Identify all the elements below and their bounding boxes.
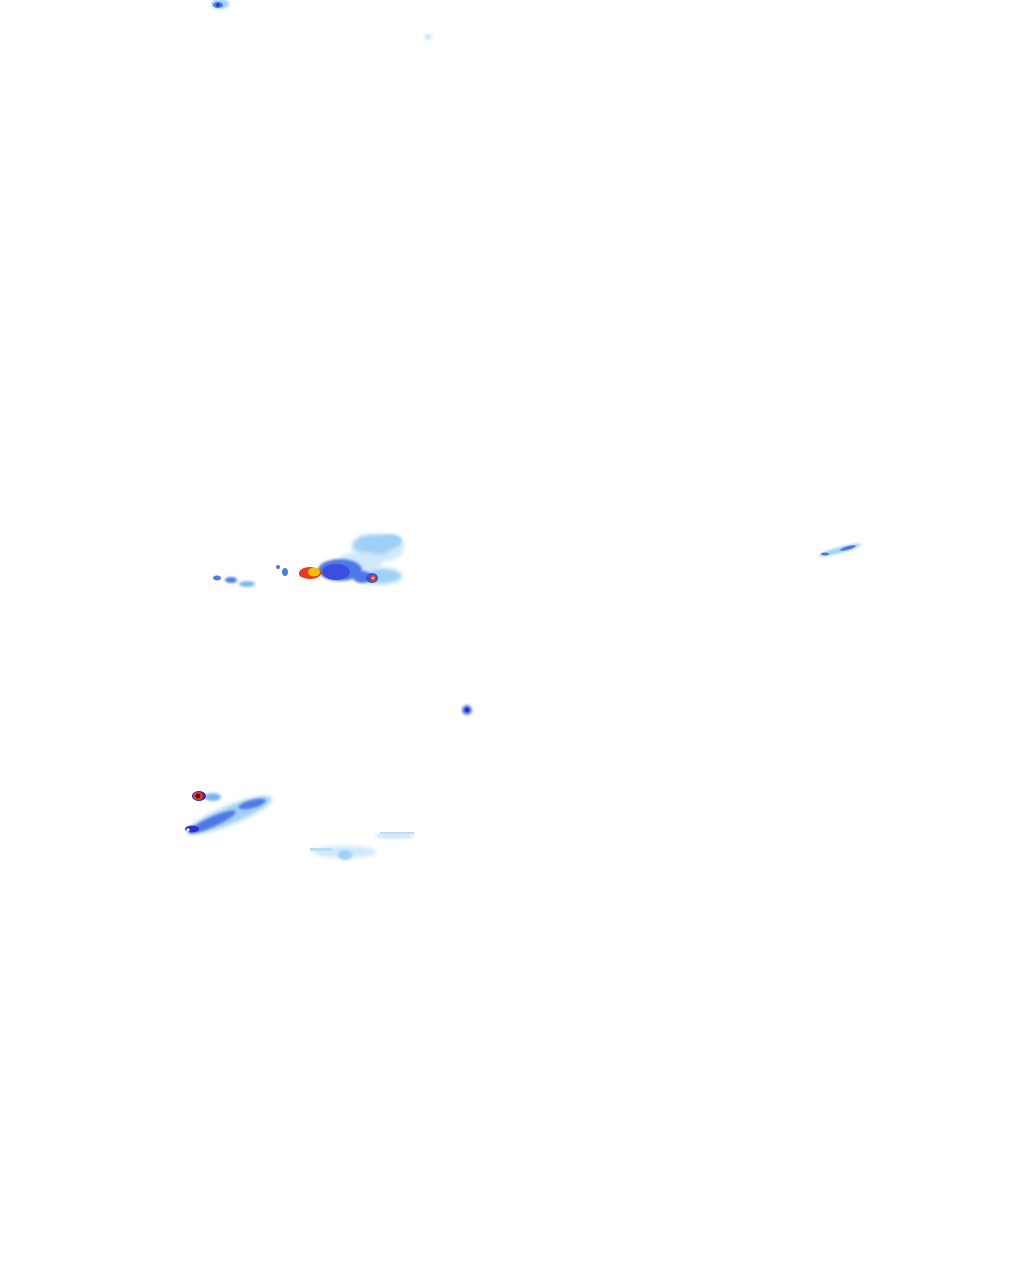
precip-medium <box>353 571 371 583</box>
precip-medium <box>188 810 236 834</box>
precip-very-heavy <box>308 567 320 577</box>
precip-peak <box>186 828 190 832</box>
precip-very-light <box>424 34 432 40</box>
precip-medium <box>213 575 221 581</box>
precip-light <box>338 850 352 860</box>
precip-strong <box>216 3 220 7</box>
precip-light <box>378 534 402 548</box>
precip-strong <box>464 707 470 713</box>
precip-light <box>310 848 332 851</box>
precip-cell-mid-isolated <box>462 705 472 715</box>
precip-cell-lower-left-band <box>185 791 272 834</box>
precip-light <box>205 793 221 801</box>
precip-medium <box>225 577 237 583</box>
precip-light <box>239 581 255 587</box>
precip-cell-top-speck <box>424 34 432 40</box>
precip-core <box>195 793 201 799</box>
precip-very-light <box>375 833 415 839</box>
precip-light <box>380 832 414 834</box>
precip-medium <box>821 552 829 556</box>
precip-cell-lower-light-patch <box>310 832 415 860</box>
precip-cell-top-left <box>211 0 229 9</box>
precip-medium <box>282 568 288 576</box>
precip-medium <box>840 545 856 551</box>
precip-cell-right-streak <box>818 543 862 557</box>
precip-medium <box>238 798 266 810</box>
precip-very-heavy <box>371 576 375 580</box>
precip-cell-central-complex <box>213 534 404 587</box>
precip-heavy <box>299 571 305 577</box>
precip-medium <box>276 565 280 569</box>
precip-medium-strong <box>322 564 350 580</box>
